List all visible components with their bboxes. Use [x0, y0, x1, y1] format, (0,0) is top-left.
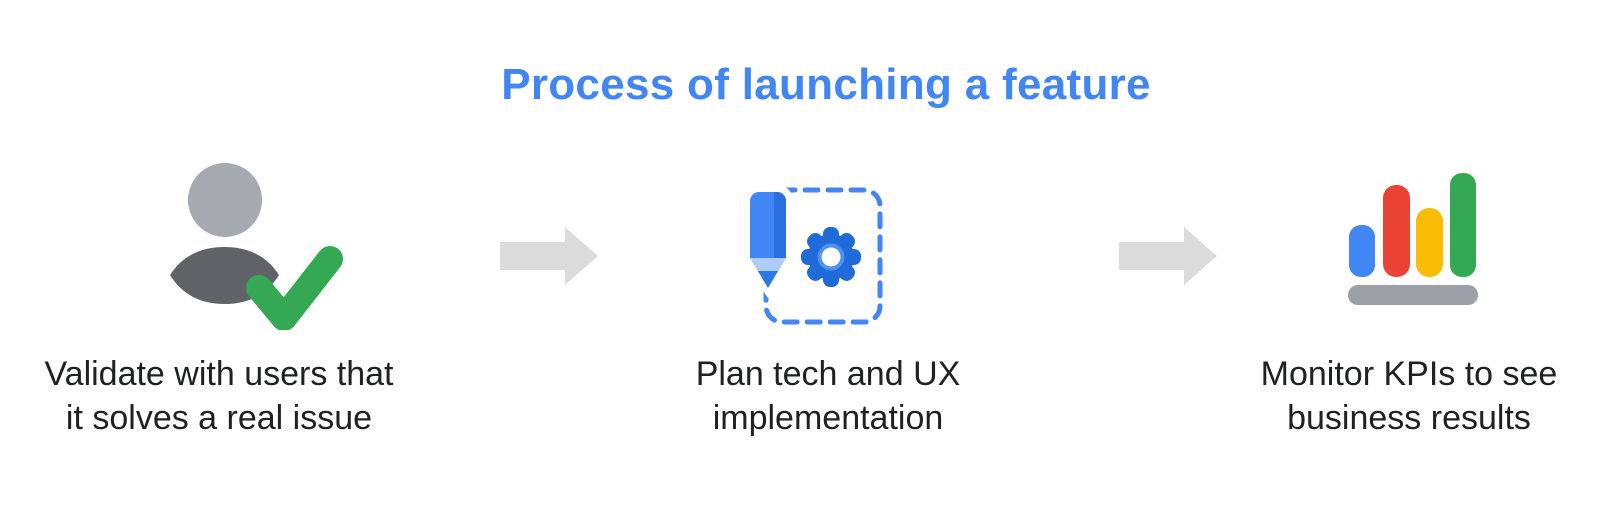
bar-yellow [1416, 208, 1443, 277]
person-head [188, 163, 262, 237]
step-label-monitor: Monitor KPIs to see business results [1261, 352, 1558, 440]
page-title: Process of launching a feature [501, 60, 1151, 109]
pencil-gear-icon [742, 186, 883, 325]
pencil-body-shade [774, 192, 786, 258]
checkmark-icon [246, 246, 343, 330]
gear-hole [821, 247, 841, 267]
step-label-validate: Validate with users that it solves a rea… [45, 352, 394, 440]
step-label-line: it solves a real issue [65, 399, 373, 437]
right-arrow-icon [1119, 227, 1217, 285]
arrow-shape [1119, 227, 1217, 285]
step-label-line: Validate with users that [44, 355, 394, 393]
user-check-icon [170, 163, 343, 330]
step-label-line: Plan tech and UX [695, 355, 961, 393]
step-label-plan: Plan tech and UX implementation [696, 352, 961, 440]
bar-blue [1349, 225, 1375, 277]
bar-chart-icon [1348, 173, 1478, 305]
arrow-shape [500, 227, 598, 285]
bar-green [1450, 173, 1476, 277]
step-label-line: implementation [712, 399, 944, 437]
step-label-line: business results [1287, 399, 1531, 437]
pencil-lead [758, 271, 778, 288]
gear-icon [801, 227, 861, 287]
right-arrow-icon [500, 227, 598, 285]
chart-base [1348, 285, 1478, 305]
step-label-line: Monitor KPIs to see [1260, 355, 1558, 393]
bar-red [1383, 185, 1410, 277]
